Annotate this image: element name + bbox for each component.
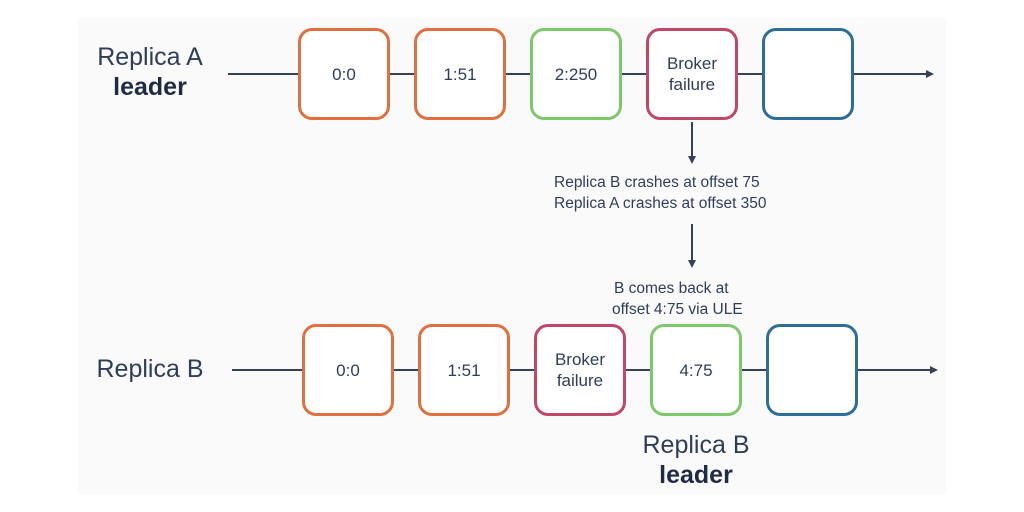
recovery-note-line2: offset 4:75 via ULE xyxy=(612,301,743,318)
replica-a-role: leader xyxy=(113,73,187,101)
segment-label-line2: failure xyxy=(668,75,716,94)
replica-a-segment-empty xyxy=(762,28,854,120)
replica-a-name: Replica A xyxy=(97,43,203,71)
segment-label: 1:51 xyxy=(447,360,481,380)
recovery-note-line1: B comes back at xyxy=(614,280,729,297)
segment-label-line2: failure xyxy=(556,371,604,390)
replica-a-broker-failure: Broker failure xyxy=(646,28,738,120)
replica-b-leader-role: leader xyxy=(659,461,733,489)
replica-b-leader-label: Replica B leader xyxy=(620,430,772,490)
failure-arrow-line xyxy=(691,122,693,158)
replica-b-segment-empty xyxy=(766,324,858,416)
crash-notes: Replica B crashes at offset 75 Replica A… xyxy=(554,172,767,214)
failure-arrowhead xyxy=(688,156,696,164)
replica-b-segment-1: 0:0 xyxy=(302,324,394,416)
segment-label: 2:250 xyxy=(554,64,598,84)
replica-a-label: Replica A leader xyxy=(82,42,218,102)
replica-b-segment-4: 4:75 xyxy=(650,324,742,416)
crash-note-replica-a: Replica A crashes at offset 350 xyxy=(554,195,767,212)
replica-b-timeline-arrowhead xyxy=(930,366,938,374)
crash-note-replica-b: Replica B crashes at offset 75 xyxy=(554,174,760,191)
segment-label: 0:0 xyxy=(332,64,356,84)
recovery-notes: B comes back at offset 4:75 via ULE xyxy=(612,278,743,320)
replica-b-name: Replica B xyxy=(96,355,204,383)
segment-label: 1:51 xyxy=(443,64,477,84)
replica-a-segment-1: 0:0 xyxy=(298,28,390,120)
recovery-arrowhead xyxy=(688,260,696,268)
segment-label: 0:0 xyxy=(336,360,360,380)
replica-b-label: Replica B xyxy=(82,354,218,384)
recovery-arrow-line xyxy=(691,224,693,262)
replica-a-timeline-arrowhead xyxy=(926,70,934,78)
segment-label-line1: Broker xyxy=(666,54,718,73)
replica-b-segment-2: 1:51 xyxy=(418,324,510,416)
replica-b-broker-failure: Broker failure xyxy=(534,324,626,416)
replica-b-leader-name: Replica B xyxy=(642,431,750,459)
replica-a-segment-3: 2:250 xyxy=(530,28,622,120)
segment-label-line1: Broker xyxy=(554,350,606,369)
segment-label: 4:75 xyxy=(679,360,713,380)
replica-a-segment-2: 1:51 xyxy=(414,28,506,120)
